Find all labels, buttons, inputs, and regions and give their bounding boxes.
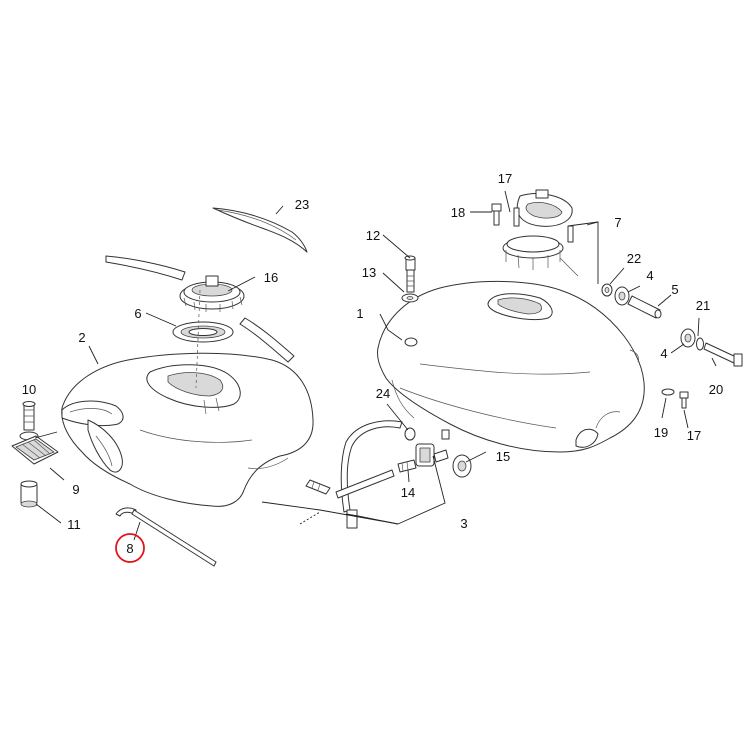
washer-13 bbox=[401, 293, 419, 303]
callout-16: 16 bbox=[264, 270, 278, 285]
callout-6: 6 bbox=[134, 306, 141, 321]
callout-2: 2 bbox=[78, 330, 85, 345]
callout-4-upper: 4 bbox=[646, 268, 653, 283]
callout-20: 20 bbox=[709, 382, 723, 397]
callout-22: 22 bbox=[627, 251, 641, 266]
callout-21: 21 bbox=[696, 298, 710, 313]
fuel-tank-main bbox=[377, 280, 645, 453]
screw-18 bbox=[491, 203, 502, 226]
callout-8: 8 bbox=[126, 541, 133, 556]
trim-strip bbox=[212, 207, 308, 253]
fuel-hose-left bbox=[105, 255, 295, 363]
callout-15: 15 bbox=[496, 449, 510, 464]
callout-18: 18 bbox=[451, 205, 465, 220]
tank-bottom-view bbox=[61, 289, 314, 507]
callout-12: 12 bbox=[366, 228, 380, 243]
highlight-ring bbox=[115, 533, 145, 563]
callout-19: 19 bbox=[654, 425, 668, 440]
callout-7: 7 bbox=[614, 215, 621, 230]
bushing-4-upper bbox=[614, 286, 630, 306]
filler-cap-assembly bbox=[502, 189, 579, 277]
bolt-12 bbox=[404, 255, 416, 293]
callout-13: 13 bbox=[362, 265, 376, 280]
callout-4-lower: 4 bbox=[660, 346, 667, 361]
fuel-tap-kit bbox=[305, 420, 472, 529]
washer-22 bbox=[601, 283, 613, 297]
callout-24: 24 bbox=[376, 386, 390, 401]
callout-9: 9 bbox=[72, 482, 79, 497]
callout-10: 10 bbox=[22, 382, 36, 397]
callout-17-upper: 17 bbox=[498, 171, 512, 186]
callout-14: 14 bbox=[401, 485, 415, 500]
spacer-tube-5 bbox=[627, 295, 662, 319]
bushing-4-lower bbox=[680, 328, 696, 348]
washer-21 bbox=[696, 337, 704, 351]
screw-10 bbox=[19, 401, 39, 441]
leader-lines bbox=[34, 190, 717, 541]
bolt-20 bbox=[703, 342, 743, 367]
screw-17-lower bbox=[679, 391, 689, 409]
spacer-11 bbox=[20, 480, 38, 508]
callout-1: 1 bbox=[356, 306, 363, 321]
support-rod-8 bbox=[115, 507, 217, 567]
rubber-pad-9 bbox=[11, 435, 59, 465]
callout-labels: 1 2 3 4 4 5 6 7 8 9 10 11 12 13 14 15 16… bbox=[22, 171, 723, 556]
gasket bbox=[172, 321, 234, 343]
callout-3: 3 bbox=[460, 516, 467, 531]
callout-5: 5 bbox=[671, 282, 678, 297]
washer-19 bbox=[661, 388, 675, 396]
callout-11: 11 bbox=[67, 517, 81, 532]
pump-flange-ring bbox=[179, 275, 245, 312]
callout-17-lower: 17 bbox=[687, 428, 701, 443]
callout-23: 23 bbox=[295, 197, 309, 212]
